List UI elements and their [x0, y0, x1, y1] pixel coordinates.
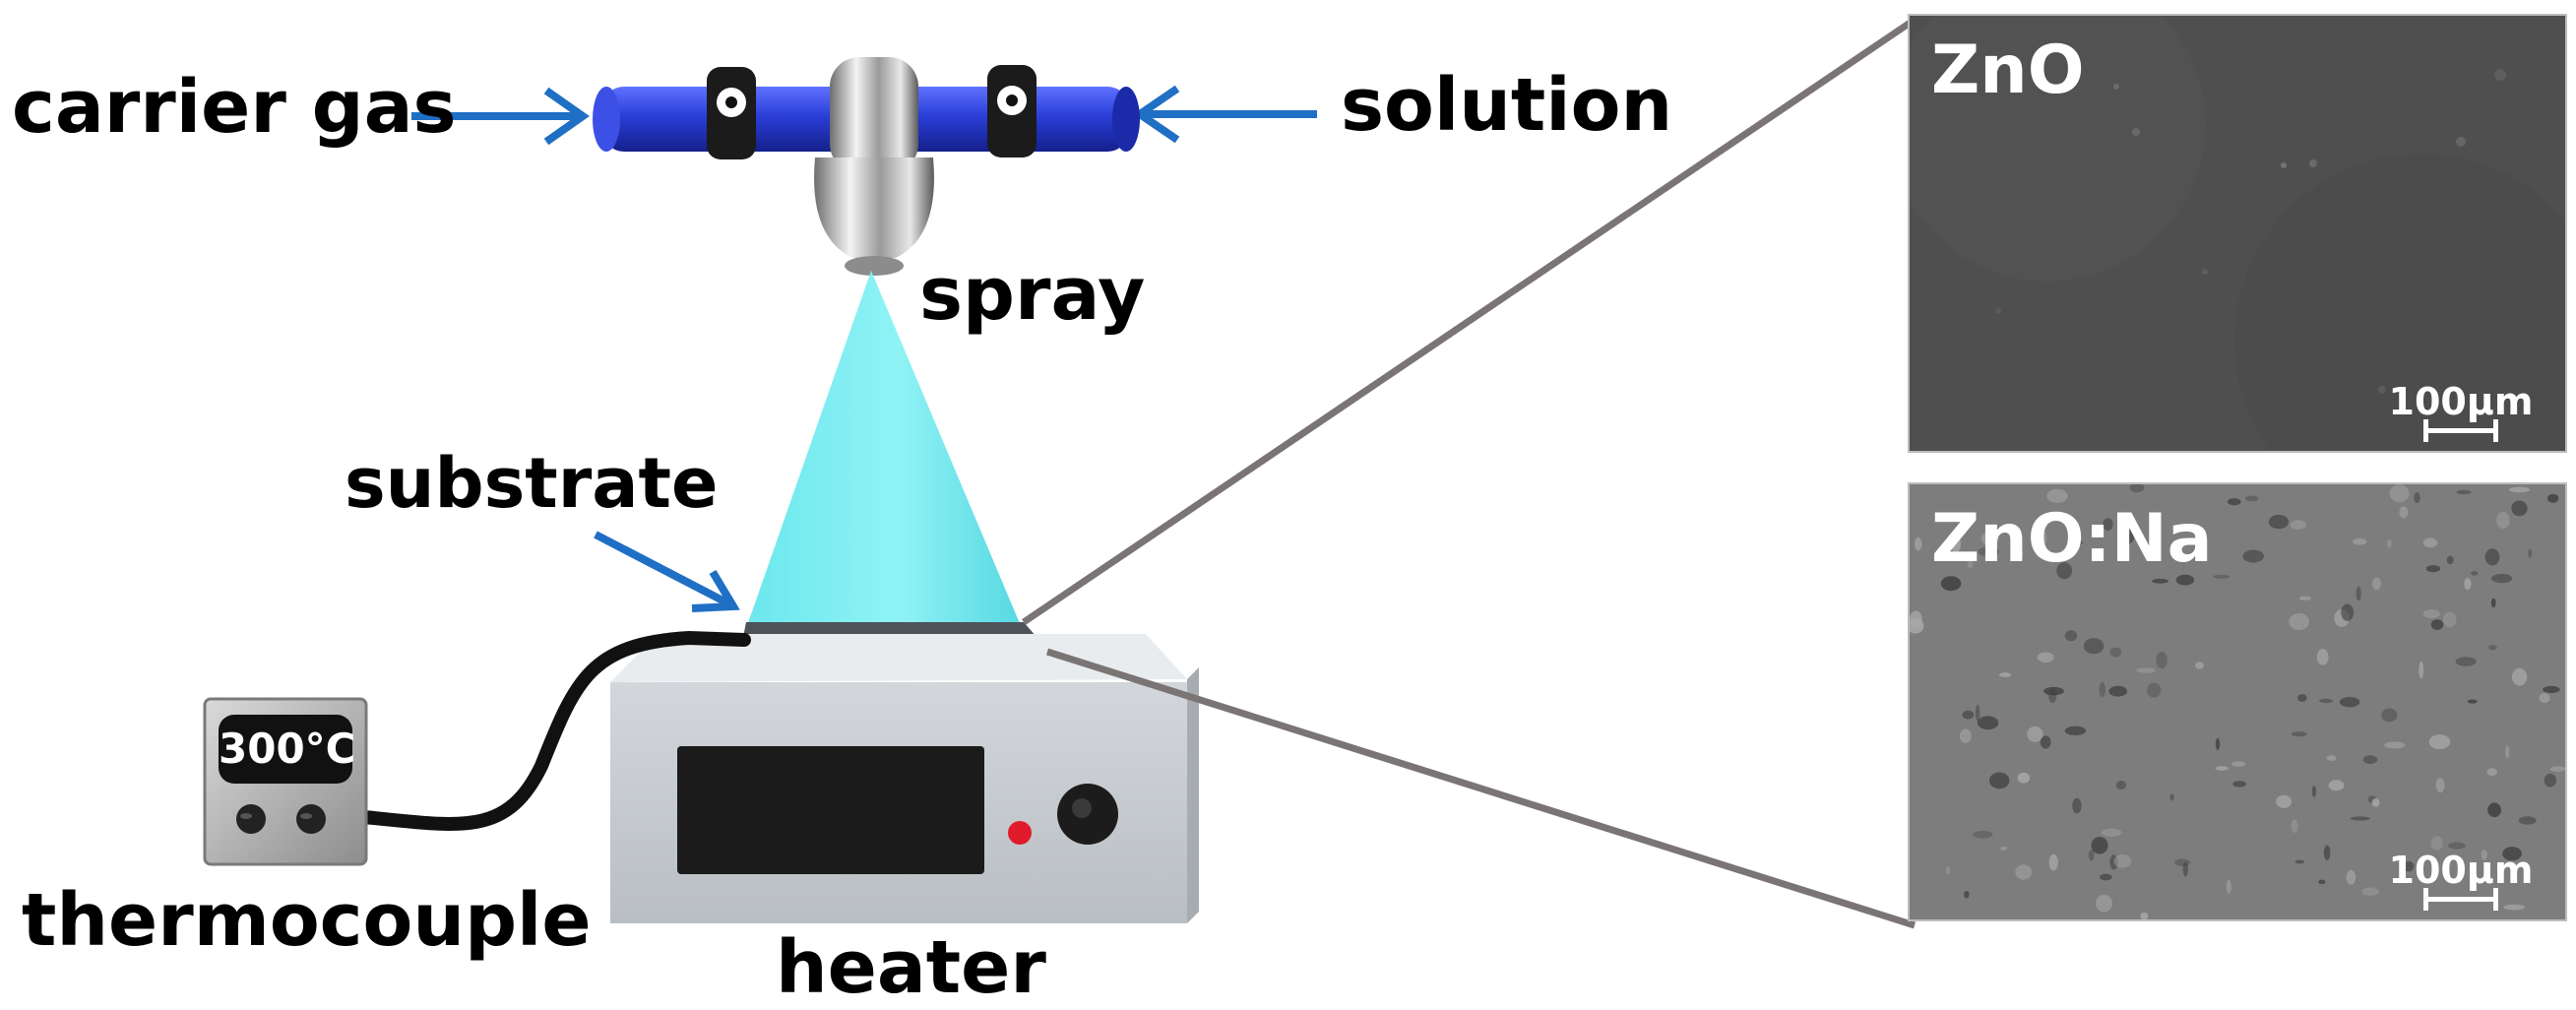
label-thermocouple: thermocouple	[22, 878, 592, 963]
substrate-arrow	[594, 531, 740, 612]
scale-line-znona	[2423, 888, 2498, 911]
scale-bar-znona: 100μm	[2382, 849, 2540, 911]
connector-line-top	[1022, 17, 1916, 625]
label-solution: solution	[1341, 63, 1673, 148]
solution-arrow	[1132, 85, 1317, 144]
thermocouple-unit	[203, 697, 368, 866]
sem-texture-zno	[1910, 16, 2565, 451]
spray-nozzle	[593, 57, 1140, 276]
sem-title-znona: ZnO:Na	[1931, 500, 2213, 578]
heater	[610, 634, 1199, 923]
scale-label-znona: 100μm	[2388, 849, 2534, 892]
spray-cone	[742, 271, 1027, 640]
label-heater: heater	[776, 925, 1046, 1010]
scale-label-zno: 100μm	[2388, 380, 2534, 423]
sem-image-zno: ZnO 100μm	[1908, 14, 2567, 453]
thermocouple-display: 300°C	[219, 725, 356, 773]
label-substrate: substrate	[345, 443, 719, 524]
sem-title-zno: ZnO	[1931, 32, 2085, 109]
carrier-gas-arrow	[411, 87, 590, 146]
sem-texture-znona	[1910, 484, 2565, 919]
label-carrier-gas: carrier gas	[12, 65, 457, 150]
thermocouple-cable	[357, 630, 751, 831]
scale-line-zno	[2423, 419, 2498, 442]
sem-image-znona: ZnO:Na 100μm	[1908, 482, 2567, 921]
label-spray: spray	[919, 252, 1146, 337]
scale-bar-zno: 100μm	[2382, 380, 2540, 442]
connector-line-bottom	[1045, 648, 1916, 929]
